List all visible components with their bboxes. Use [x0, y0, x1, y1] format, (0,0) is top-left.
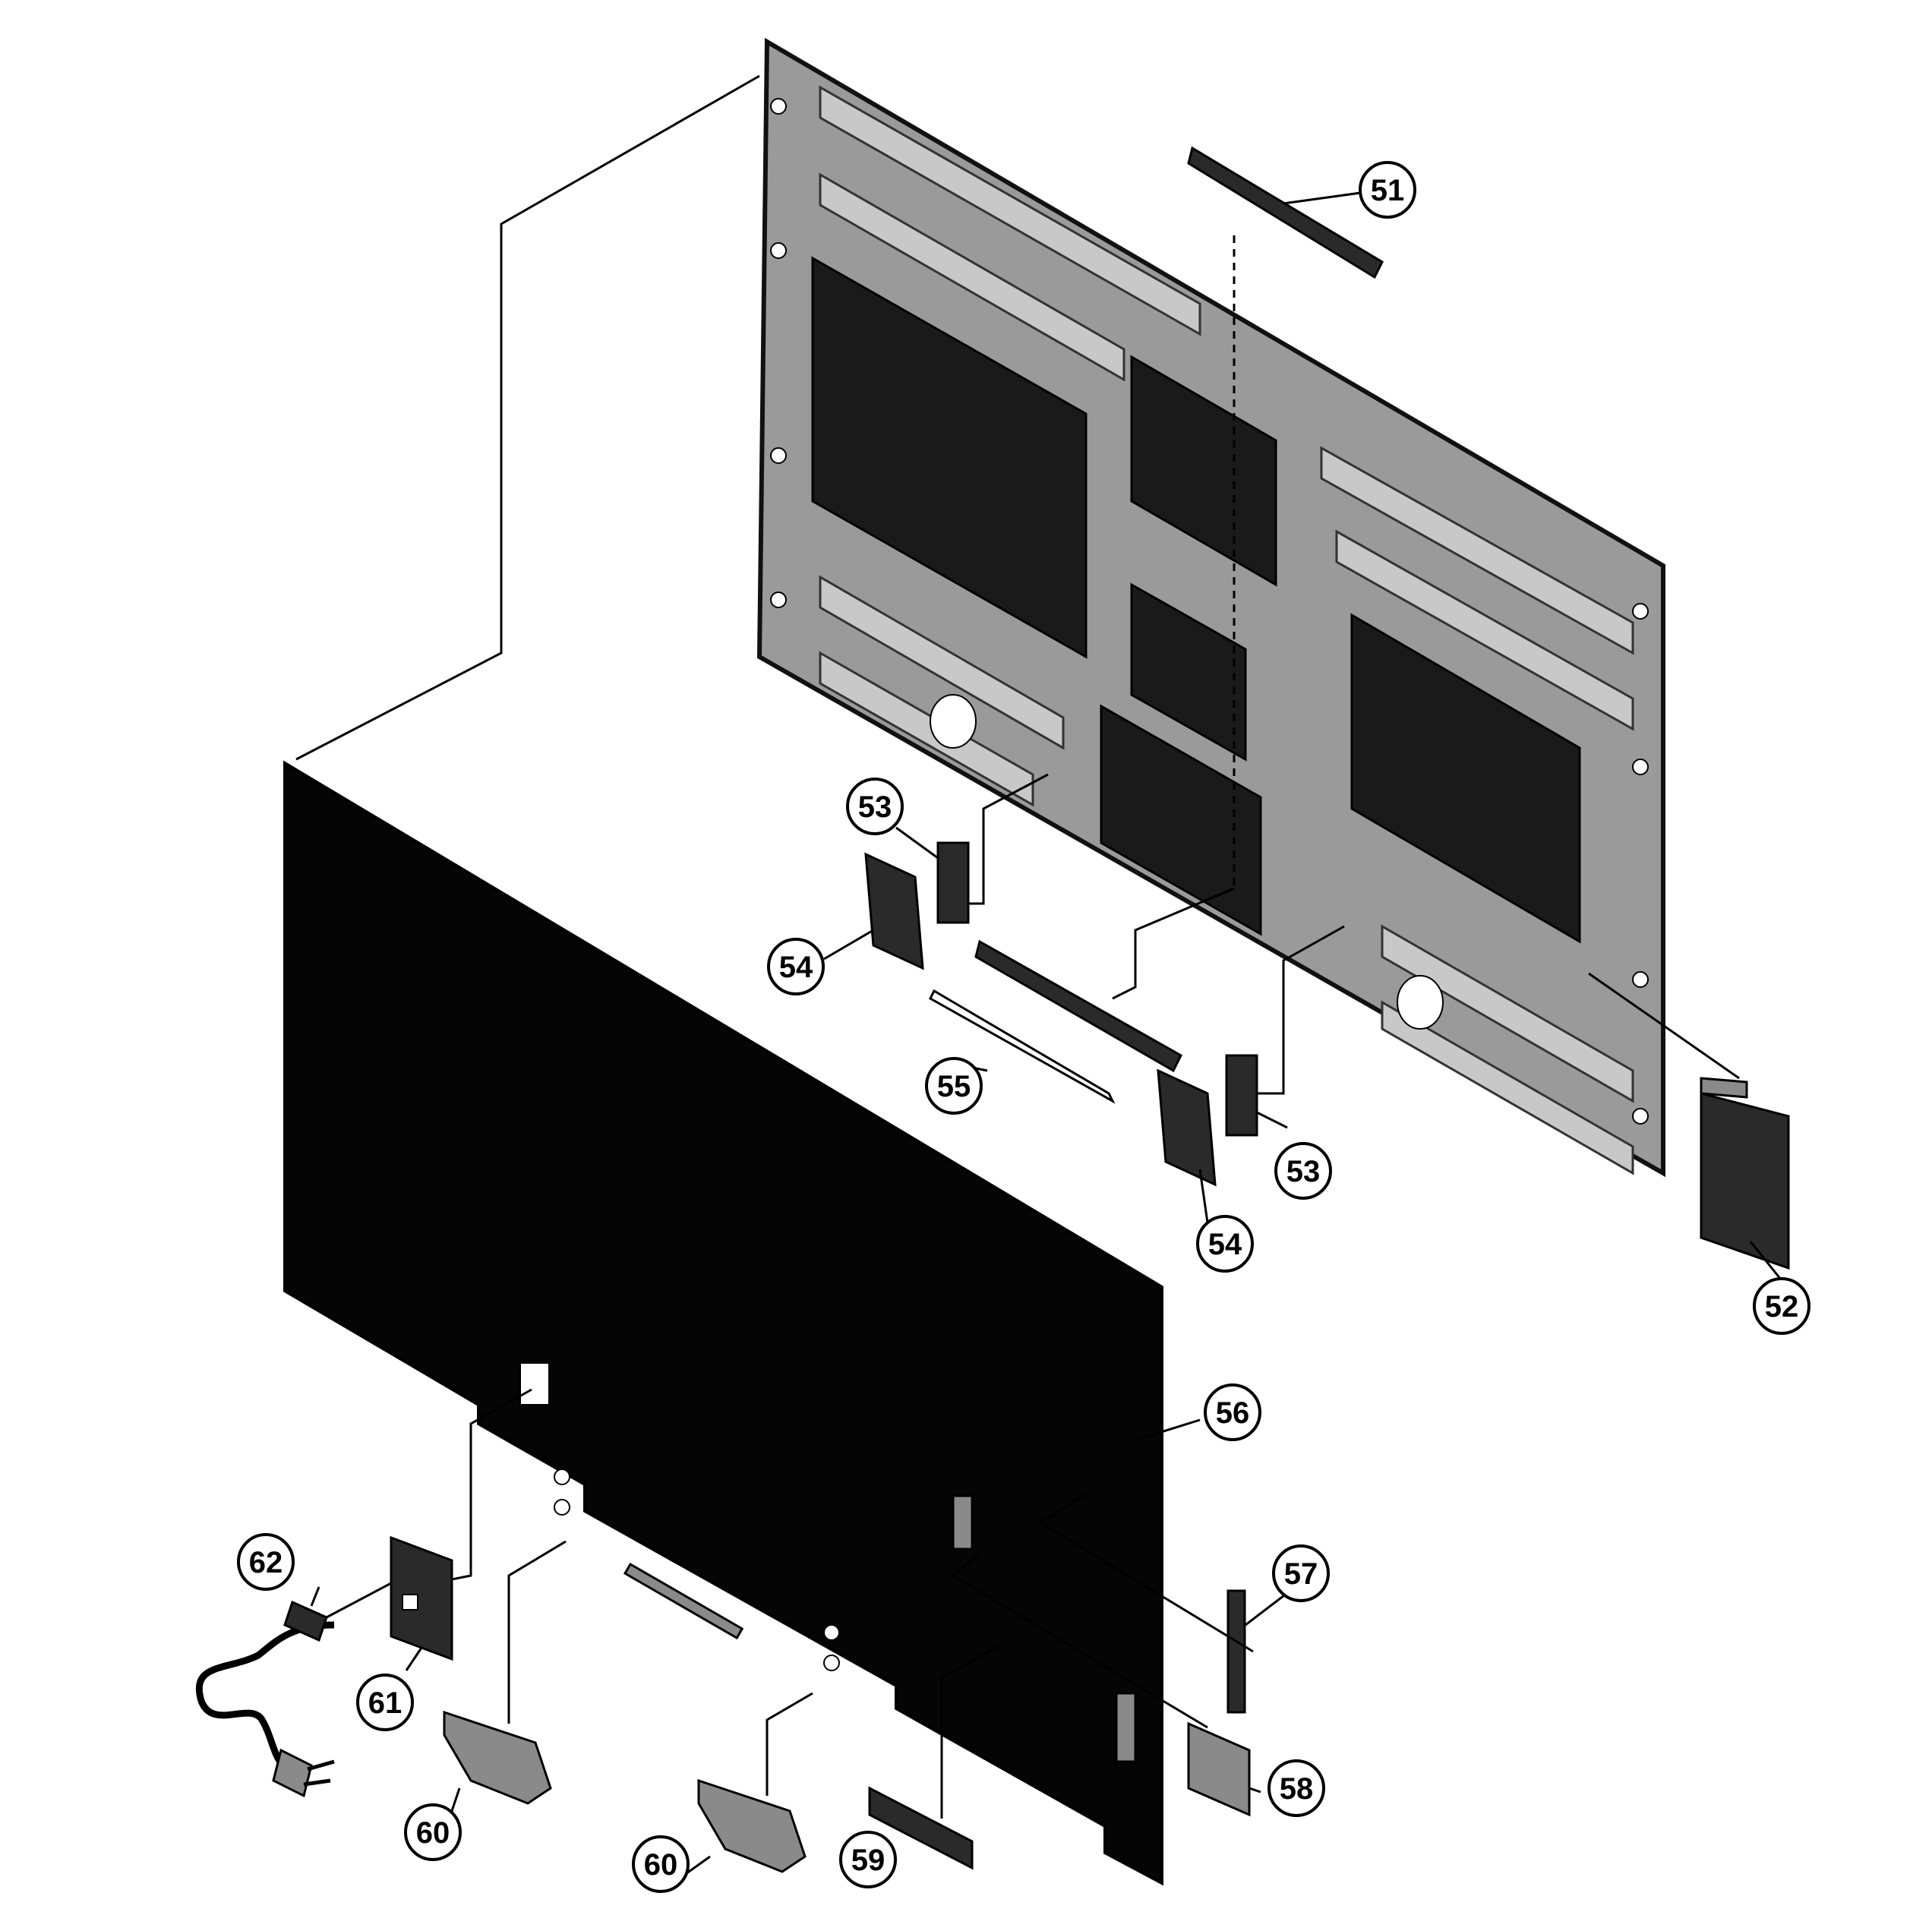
svg-text:56: 56 — [1216, 1396, 1250, 1430]
tcon-board — [1350, 613, 1581, 944]
svg-text:59: 59 — [851, 1844, 886, 1877]
callout-60-right: 60 — [632, 1835, 690, 1893]
part-53-module-left — [936, 841, 970, 924]
svg-text:60: 60 — [416, 1816, 450, 1850]
part-54-bracket-left — [864, 852, 924, 970]
callout-52: 52 — [1753, 1277, 1810, 1335]
callout-53-right: 53 — [1274, 1142, 1332, 1200]
svg-text:54: 54 — [1208, 1228, 1242, 1261]
svg-text:54: 54 — [779, 951, 813, 984]
part-59-strip — [868, 1786, 974, 1870]
callout-56: 56 — [1204, 1383, 1261, 1441]
callout-59: 59 — [839, 1831, 897, 1888]
part-53-module-right — [1225, 1054, 1258, 1137]
svg-text:53: 53 — [1286, 1155, 1321, 1188]
callout-57: 57 — [1272, 1544, 1330, 1602]
speaker-left — [930, 694, 977, 749]
power-board-upper — [1130, 355, 1277, 587]
svg-text:57: 57 — [1284, 1557, 1318, 1591]
part-60-bracket-left — [443, 1710, 552, 1805]
part-62-power-cord — [195, 1600, 335, 1798]
part-61-inlet-bracket — [390, 1535, 453, 1661]
svg-text:55: 55 — [937, 1070, 971, 1103]
part-57-strip — [1226, 1589, 1246, 1714]
speaker-right — [1397, 975, 1444, 1030]
callout-51: 51 — [1359, 161, 1416, 219]
svg-text:58: 58 — [1280, 1772, 1314, 1806]
part-56-back-cover — [283, 760, 1163, 1886]
callout-54-left: 54 — [767, 938, 825, 995]
callout-58: 58 — [1267, 1759, 1325, 1817]
part-60-bracket-right — [697, 1778, 807, 1873]
svg-text:51: 51 — [1371, 174, 1405, 207]
rear-panel-chassis — [756, 37, 1665, 1178]
leader-lines — [295, 74, 1782, 1877]
callout-53-left: 53 — [846, 778, 904, 835]
callout-60-left: 60 — [404, 1803, 462, 1861]
power-board-middle — [1130, 582, 1247, 762]
callout-61: 61 — [356, 1674, 414, 1731]
svg-text:62: 62 — [249, 1546, 283, 1579]
svg-text:60: 60 — [644, 1848, 678, 1882]
part-52-shield — [1700, 1092, 1790, 1270]
svg-text:53: 53 — [858, 790, 892, 824]
main-board — [811, 256, 1088, 659]
svg-text:52: 52 — [1765, 1290, 1799, 1323]
svg-text:61: 61 — [368, 1686, 402, 1720]
part-51-bracket — [1187, 146, 1384, 279]
callout-62: 62 — [237, 1533, 295, 1591]
power-board-lower — [1100, 704, 1262, 936]
callout-54-right: 54 — [1196, 1215, 1254, 1273]
part-58-terminal-plate — [1187, 1721, 1251, 1817]
part-54-bracket-right — [1157, 1068, 1217, 1187]
part-55-bar — [974, 939, 1182, 1073]
callout-55: 55 — [925, 1057, 983, 1115]
part-55-guide — [929, 989, 1116, 1104]
